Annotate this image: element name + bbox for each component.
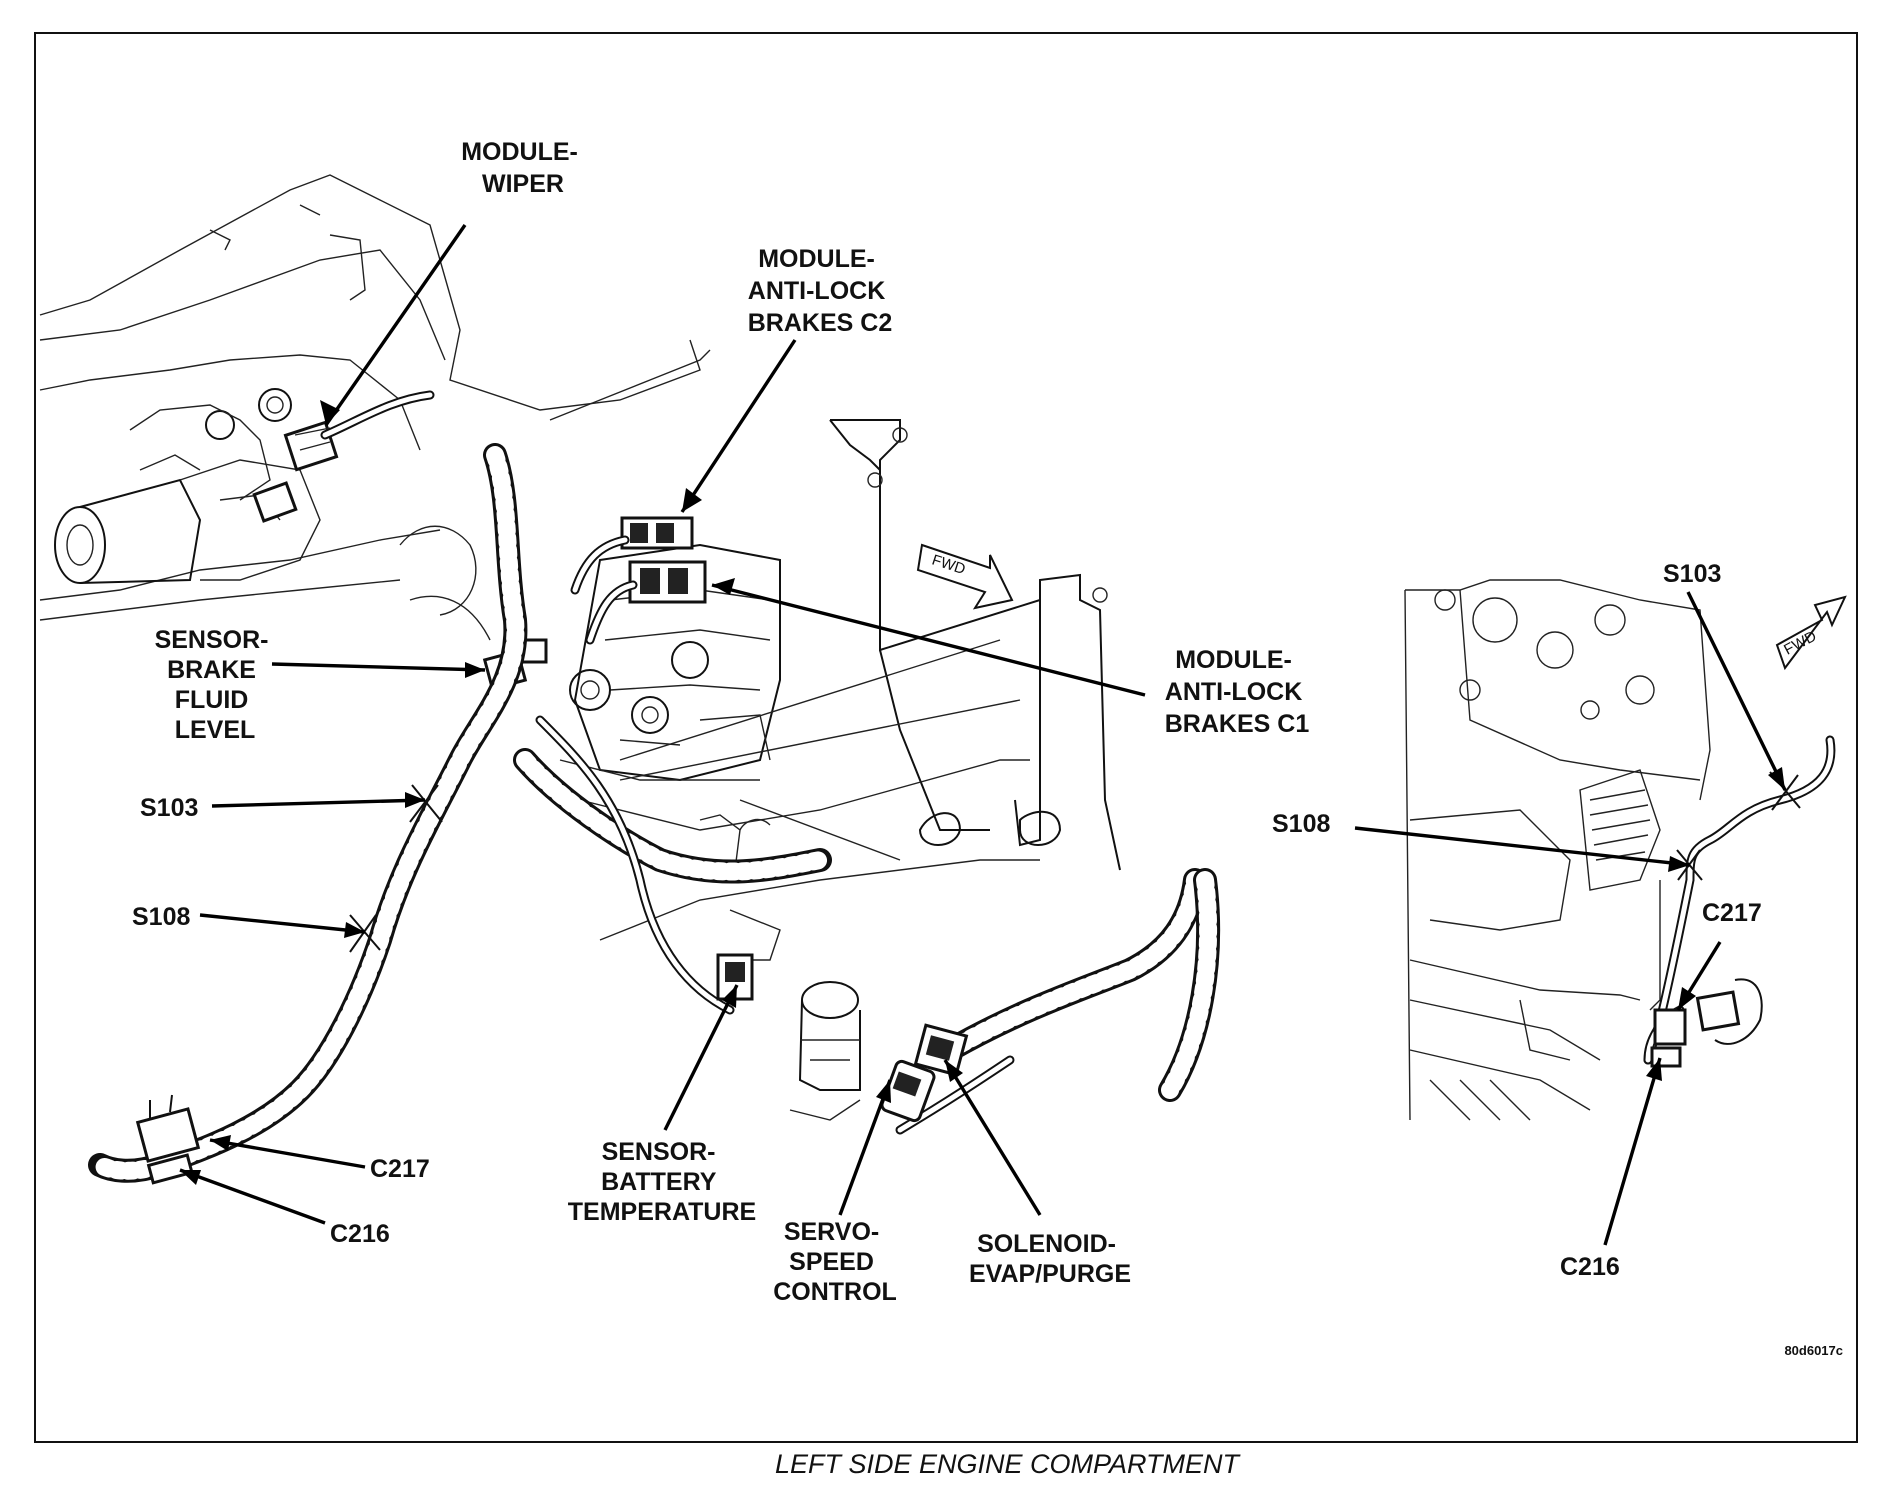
label-battery-temperature: SENSOR- BATTERY TEMPERATURE bbox=[568, 1138, 756, 1226]
label-line: SERVO- bbox=[784, 1218, 879, 1246]
figure-code: 80d6017c bbox=[1784, 1343, 1843, 1358]
label-line: EVAP/PURGE bbox=[969, 1260, 1131, 1288]
label-c217-right: C217 bbox=[1702, 899, 1762, 927]
label-line: SOLENOID- bbox=[977, 1230, 1116, 1258]
diagram-frame bbox=[34, 32, 1858, 1443]
label-line: LEVEL bbox=[175, 716, 256, 744]
label-module-wiper: MODULE- WIPER bbox=[461, 138, 585, 198]
figure-caption: LEFT SIDE ENGINE COMPARTMENT bbox=[775, 1449, 1242, 1479]
label-s108-right: S108 bbox=[1272, 810, 1330, 838]
label-line: CONTROL bbox=[773, 1278, 897, 1306]
label-line: SENSOR- bbox=[602, 1138, 716, 1166]
label-line: MODULE- bbox=[758, 245, 875, 273]
label-s103-left: S103 bbox=[140, 794, 198, 822]
label-line: MODULE- bbox=[1175, 646, 1292, 674]
label-c216-right: C216 bbox=[1560, 1253, 1620, 1281]
label-abs-c2: MODULE- ANTI-LOCK BRAKES C2 bbox=[748, 245, 892, 337]
label-s108-left: S108 bbox=[132, 903, 190, 931]
label-c216-left: C216 bbox=[330, 1220, 390, 1248]
label-servo-speed-control: SERVO- SPEED CONTROL bbox=[773, 1218, 897, 1306]
label-line: WIPER bbox=[482, 170, 564, 198]
callout-labels: MODULE- WIPER MODULE- ANTI-LOCK BRAKES C… bbox=[132, 138, 1762, 1306]
label-line: FLUID bbox=[175, 686, 249, 714]
label-c217-left: C217 bbox=[370, 1155, 430, 1183]
label-line: SENSOR- bbox=[155, 626, 269, 654]
label-line: ANTI-LOCK bbox=[1165, 678, 1302, 706]
label-line: BRAKES C1 bbox=[1165, 710, 1310, 738]
label-line: ANTI-LOCK bbox=[748, 277, 885, 305]
label-line: BRAKES C2 bbox=[748, 309, 892, 337]
label-line: SPEED bbox=[789, 1248, 874, 1276]
label-line: MODULE- bbox=[461, 138, 578, 166]
label-brake-fluid: SENSOR- BRAKE FLUID LEVEL bbox=[155, 626, 276, 744]
label-line: TEMPERATURE bbox=[568, 1198, 756, 1226]
label-solenoid-evap-purge: SOLENOID- EVAP/PURGE bbox=[969, 1230, 1131, 1288]
leader-lines bbox=[179, 224, 1787, 1246]
label-line: BRAKE bbox=[167, 656, 256, 684]
inset-illustration: FWD bbox=[1404, 579, 1847, 1121]
label-s103-right: S103 bbox=[1663, 560, 1721, 588]
label-abs-c1: MODULE- ANTI-LOCK BRAKES C1 bbox=[1165, 646, 1310, 738]
label-line: BATTERY bbox=[601, 1168, 717, 1196]
